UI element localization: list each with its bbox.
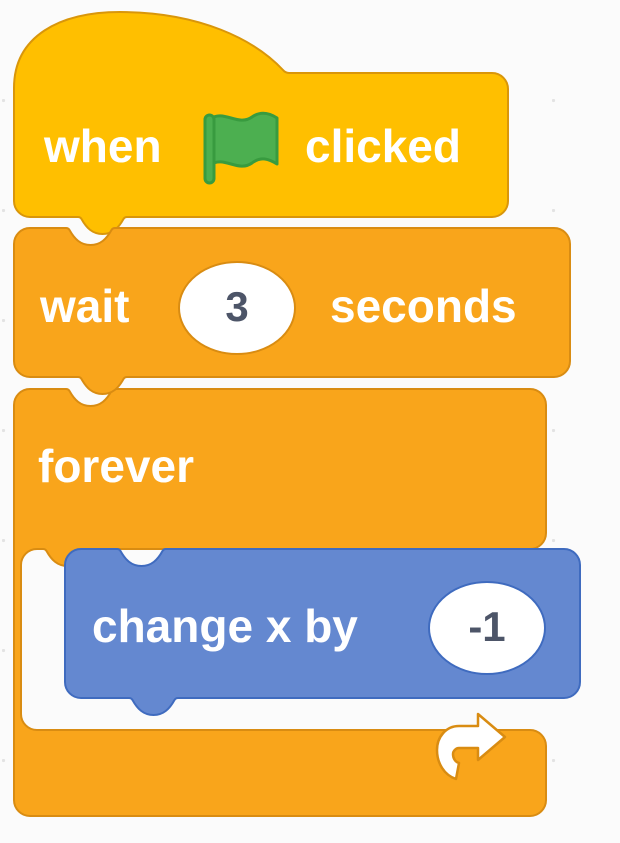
loop-arrow-icon (435, 712, 507, 781)
changexby-block-shape[interactable] (64, 547, 581, 717)
wait-seconds-value: 3 (225, 283, 248, 330)
changexby-label: change x by (92, 600, 358, 652)
forever-label: forever (38, 440, 194, 492)
seconds-label: seconds (330, 280, 517, 332)
block-motion-changexby[interactable]: change x by -1 (64, 547, 581, 717)
green-flag-icon (203, 111, 279, 185)
block-control-wait[interactable]: wait 3 seconds (13, 226, 571, 396)
changexby-amount-input[interactable] (428, 581, 546, 675)
wait-seconds-input[interactable] (178, 261, 296, 355)
block-event-whenflagclicked[interactable]: when clicked (13, 10, 509, 236)
clicked-label: clicked (305, 120, 461, 172)
when-label: when (43, 120, 162, 172)
changexby-amount-value: -1 (468, 603, 505, 650)
wait-label: wait (39, 280, 129, 332)
